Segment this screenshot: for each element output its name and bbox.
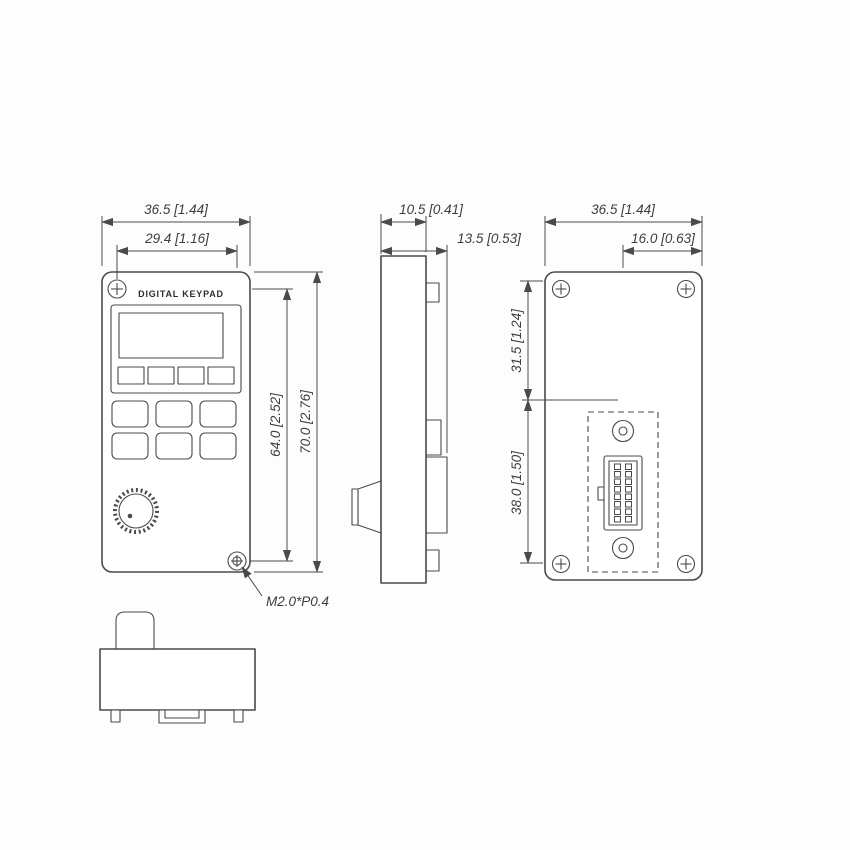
connector-pin	[625, 471, 632, 478]
connector-housing	[603, 455, 643, 531]
dim-front-screw-width-label: 29.4 [1.16]	[144, 231, 210, 246]
connector-pin	[625, 501, 632, 508]
back-view	[544, 271, 703, 581]
back-screw-bottom-left	[551, 554, 571, 574]
connector-pin	[614, 493, 621, 500]
function-key	[117, 366, 145, 385]
lcd-screen	[118, 312, 224, 359]
side-mount-tab-bottom	[425, 549, 440, 572]
screw-spec-leader-line	[241, 566, 263, 597]
dim-front-screw-height-label: 64.0 [2.52]	[268, 392, 283, 457]
side-knob-cap	[351, 488, 359, 526]
connector-pin	[614, 501, 621, 508]
dim-front-height-label: 70.0 [2.76]	[298, 389, 313, 454]
bottom-knob-profile	[115, 611, 155, 649]
function-key	[147, 366, 175, 385]
front-dimensions: 36.5 [1.44] 29.4 [1.16] 64.0 [2.52] 70.0…	[101, 202, 329, 609]
function-key	[177, 366, 205, 385]
potentiometer-knob	[113, 488, 159, 534]
keypad-button	[199, 432, 237, 460]
connector-pin	[625, 493, 632, 500]
dim-back-connector-span-label: 38.0 [1.50]	[509, 450, 524, 515]
back-screw-bottom-right	[676, 554, 696, 574]
dim-back-upper-span-label: 31.5 [1.24]	[509, 308, 524, 373]
function-key	[207, 366, 235, 385]
side-mount-tab-middle	[425, 419, 442, 456]
back-cutout-dashed-outline	[587, 411, 659, 573]
knob-serration	[113, 488, 159, 534]
connector-pin	[625, 508, 632, 515]
keypad-button	[155, 400, 193, 428]
back-dimensions: 36.5 [1.44] 16.0 [0.63] 31.5 [1.24] 38.0…	[509, 202, 703, 564]
keypad-title: DIGITAL KEYPAD	[138, 289, 224, 299]
connector-pin	[614, 471, 621, 478]
back-screw-top-right	[676, 279, 696, 299]
connector-pin	[614, 478, 621, 485]
dim-side-depth-label: 10.5 [0.41]	[399, 202, 464, 217]
connector-key-notch	[597, 486, 605, 501]
side-knob-profile	[357, 480, 382, 534]
side-view	[351, 255, 448, 584]
screw-spec-label: M2.0*P0.4	[266, 594, 329, 609]
knob-body	[118, 493, 154, 529]
front-view: DIGITAL KEYPAD	[101, 271, 251, 573]
bottom-view	[99, 611, 256, 724]
screw-bottom-right	[227, 551, 247, 571]
keypad-button	[199, 400, 237, 428]
keypad-button	[111, 400, 149, 428]
knob-indicator-dot	[127, 513, 133, 519]
bottom-body-outline	[99, 648, 256, 711]
dim-side-total-depth-label: 13.5 [0.53]	[457, 231, 522, 246]
back-mount-hole-top	[611, 419, 635, 443]
side-body-outline	[380, 255, 427, 584]
side-dimensions: 10.5 [0.41] 13.5 [0.53]	[380, 202, 522, 453]
back-mount-hole-bottom	[611, 536, 635, 560]
connector-pin	[625, 463, 632, 470]
connector-pin	[614, 463, 621, 470]
mount-hole-inner	[618, 543, 628, 553]
display-panel	[110, 304, 242, 394]
back-connector	[597, 455, 643, 531]
keypad-button	[111, 432, 149, 460]
back-screw-top-left	[551, 279, 571, 299]
screw-top-left	[107, 279, 127, 299]
mount-hole-outer	[611, 419, 635, 443]
bottom-foot-right	[233, 709, 244, 723]
connector-pin	[614, 516, 621, 523]
dim-back-width-label: 36.5 [1.44]	[591, 202, 656, 217]
keypad-buttons	[111, 400, 237, 460]
mount-hole-inner	[618, 426, 628, 436]
bottom-foot-left	[110, 709, 121, 723]
dim-front-width-label: 36.5 [1.44]	[144, 202, 209, 217]
connector-inner-frame	[608, 460, 638, 526]
connector-pin	[614, 508, 621, 515]
dim-back-offset-label: 16.0 [0.63]	[631, 231, 696, 246]
connector-pin	[625, 516, 632, 523]
connector-pin	[625, 478, 632, 485]
mount-hole-outer	[611, 536, 635, 560]
keypad-button	[155, 432, 193, 460]
side-connector-block	[425, 456, 448, 534]
bottom-connector-inner	[164, 709, 200, 719]
connector-pin	[614, 486, 621, 493]
side-mount-tab-top	[425, 282, 440, 303]
connector-pin	[625, 486, 632, 493]
